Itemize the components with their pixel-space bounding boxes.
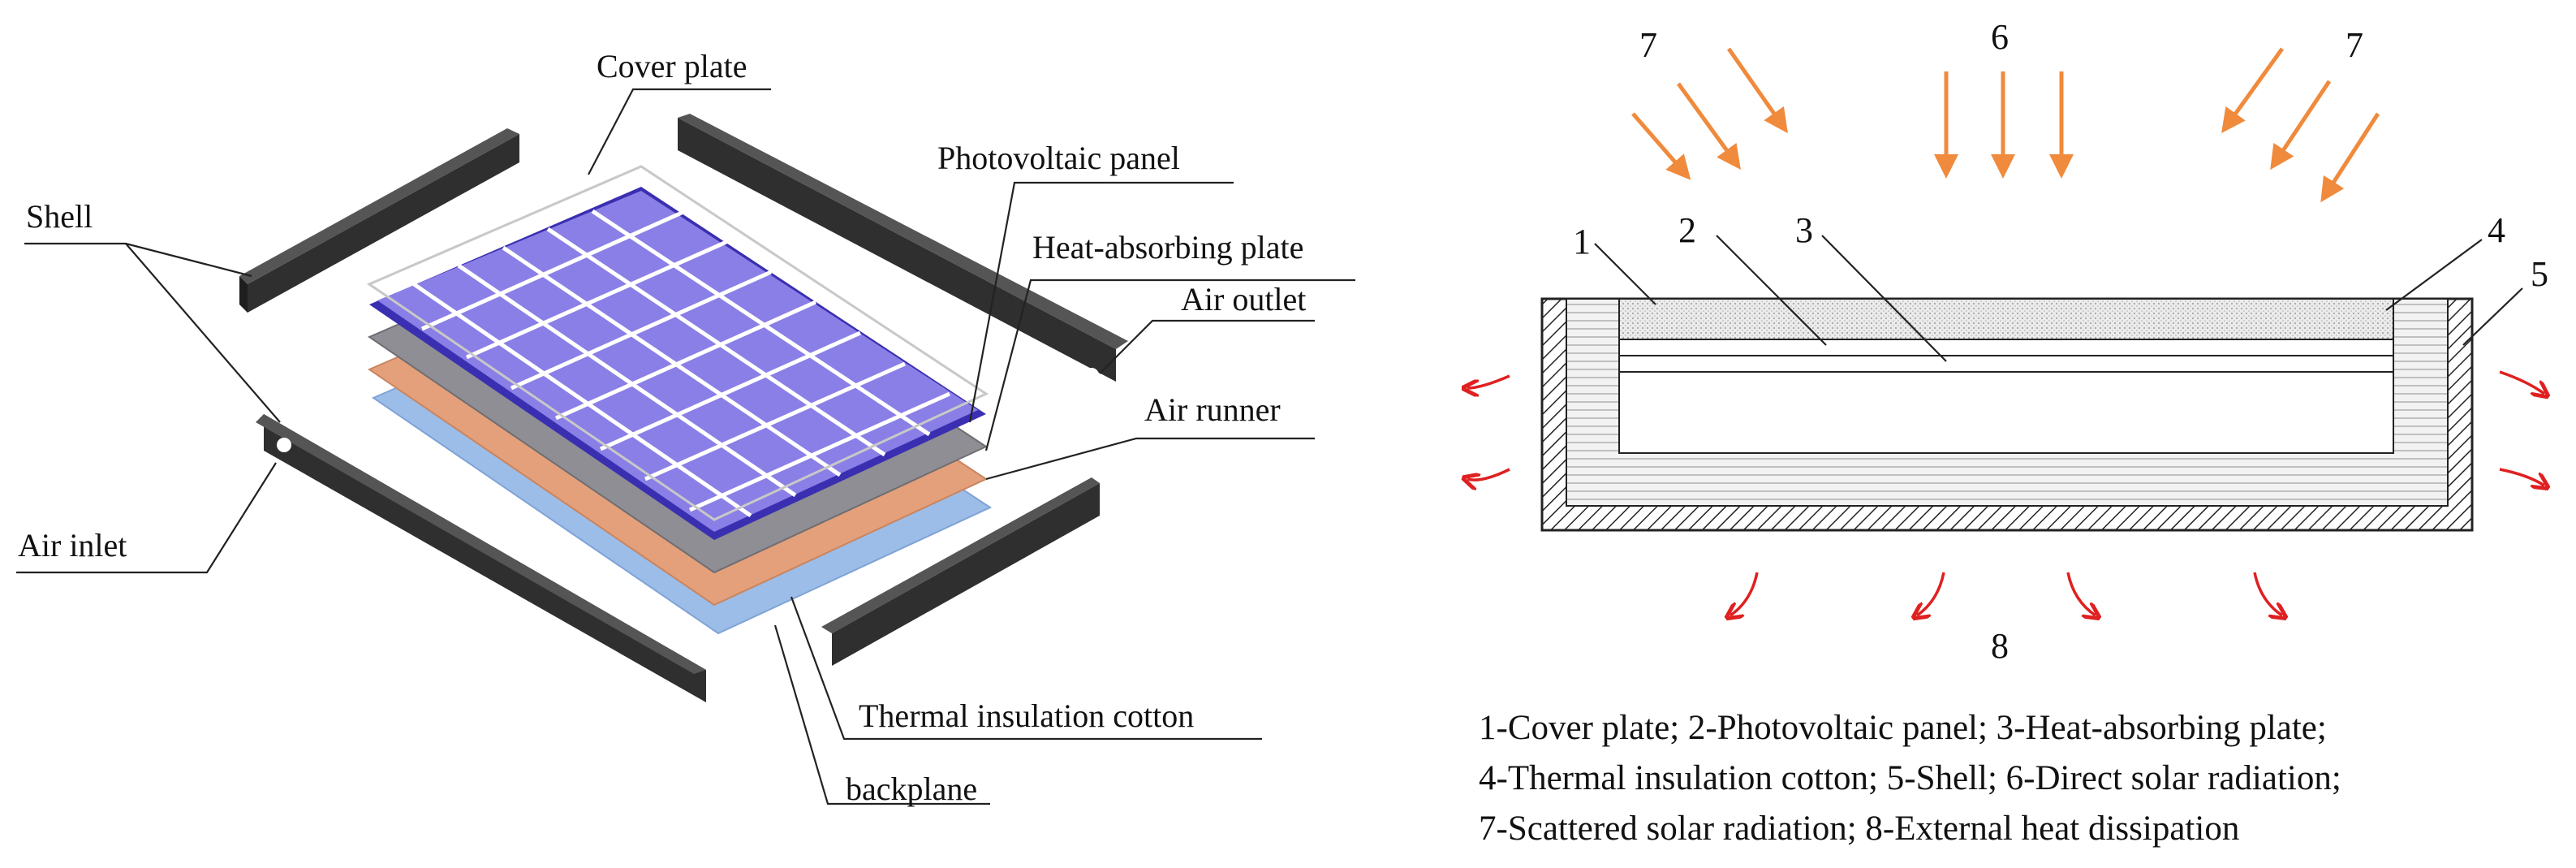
label-air-runner: Air runner [1144,391,1281,428]
shell-rail-top-left [239,128,519,313]
heat-dissipation-arrows [1467,370,2544,615]
direct-radiation-arrows [1934,71,2074,179]
cover-plate-section [1618,298,2394,340]
callout-3: 3 [1795,210,1813,250]
label-shell: Shell [26,198,93,235]
photovoltaic-panel-layer [369,187,986,540]
cross-section-view: 1 2 3 4 5 6 7 7 8 1-Cover plate; 2-Photo… [1467,17,2548,848]
shell-rail-bottom-right [821,477,1100,666]
shell-rail-bottom-left [256,414,706,702]
cover-plate-layer [366,165,989,521]
callout-4: 4 [2488,210,2505,250]
legend-line-1: 1-Cover plate; 2-Photovoltaic panel; 3-H… [1479,709,2327,747]
label-thermal-insulation-cotton: Thermal insulation cotton [859,697,1194,734]
exploded-view: Cover plate Photovoltaic panel Heat-abso… [16,48,1355,807]
label-backplane: backplane [846,771,977,807]
callout-2: 2 [1678,210,1696,250]
label-heat-absorbing-plate: Heat-absorbing plate [1032,229,1303,266]
callout-1: 1 [1573,222,1591,261]
legend-line-2: 4-Thermal insulation cotton; 5-Shell; 6-… [1479,759,2341,797]
callout-8: 8 [1991,626,2009,666]
label-photovoltaic-panel: Photovoltaic panel [937,140,1180,176]
legend-line-3: 7-Scattered solar radiation; 8-External … [1479,810,2239,848]
label-cover-plate: Cover plate [597,48,747,84]
callout-6: 6 [1991,17,2009,57]
leader-lines [16,88,1355,805]
label-air-inlet: Air inlet [18,527,127,564]
section-leader-lines [1594,235,2523,362]
callout-7-right: 7 [2346,25,2363,65]
label-air-outlet: Air outlet [1181,281,1306,317]
callout-5: 5 [2531,254,2548,294]
shell-rail-top-right [678,114,1128,382]
scattered-radiation-arrows [1631,47,2380,203]
air-channel-section [1618,371,2394,454]
callout-7-left: 7 [1639,25,1657,65]
